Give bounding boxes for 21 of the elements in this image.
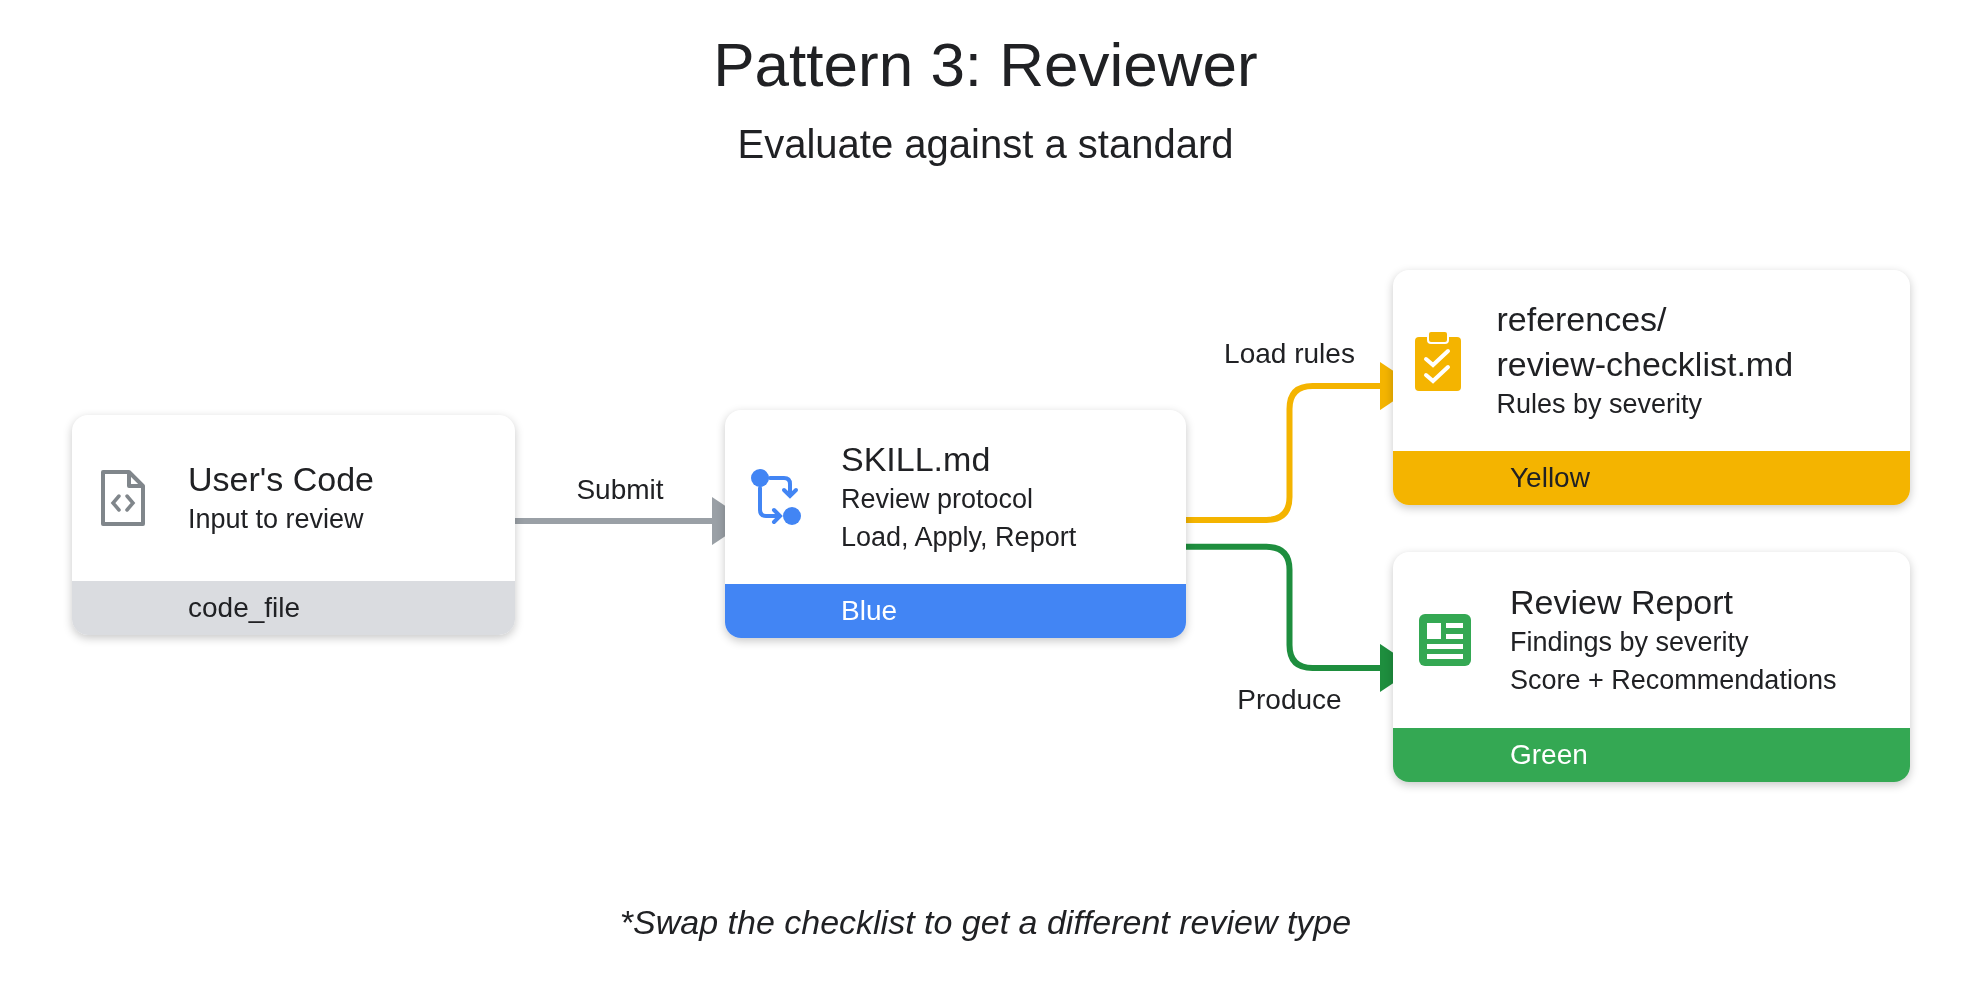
process-card [1393, 270, 1910, 505]
process-card [1393, 552, 1910, 782]
card-description: Findings by severity [1510, 626, 1750, 660]
footer-band: code_file [72, 581, 515, 635]
process-card [72, 415, 515, 635]
card-description: Load, Apply, Report [841, 521, 1077, 555]
card-description: Score + Recommendations [1510, 664, 1837, 698]
footer-band: Blue [725, 584, 1186, 638]
footer-band: Yellow [1393, 451, 1910, 505]
process-card [725, 410, 1186, 638]
card-title: SKILL.md [841, 439, 992, 481]
card-title: User's Code [188, 459, 374, 500]
card-title: references/ review-checklist.md [1496, 299, 1795, 385]
card-description: Review protocol [841, 483, 1035, 517]
subtitle: Evaluate against a standard [737, 121, 1234, 168]
caption: *Swap the checklist to get a different review type [619, 902, 1352, 943]
card-title: Review Report [1510, 582, 1734, 624]
footer-band: Green [1393, 728, 1910, 782]
title: Pattern 3: Reviewer [713, 29, 1258, 101]
card-description: Rules by severity [1496, 387, 1704, 421]
card-description: Input to review [188, 503, 365, 537]
